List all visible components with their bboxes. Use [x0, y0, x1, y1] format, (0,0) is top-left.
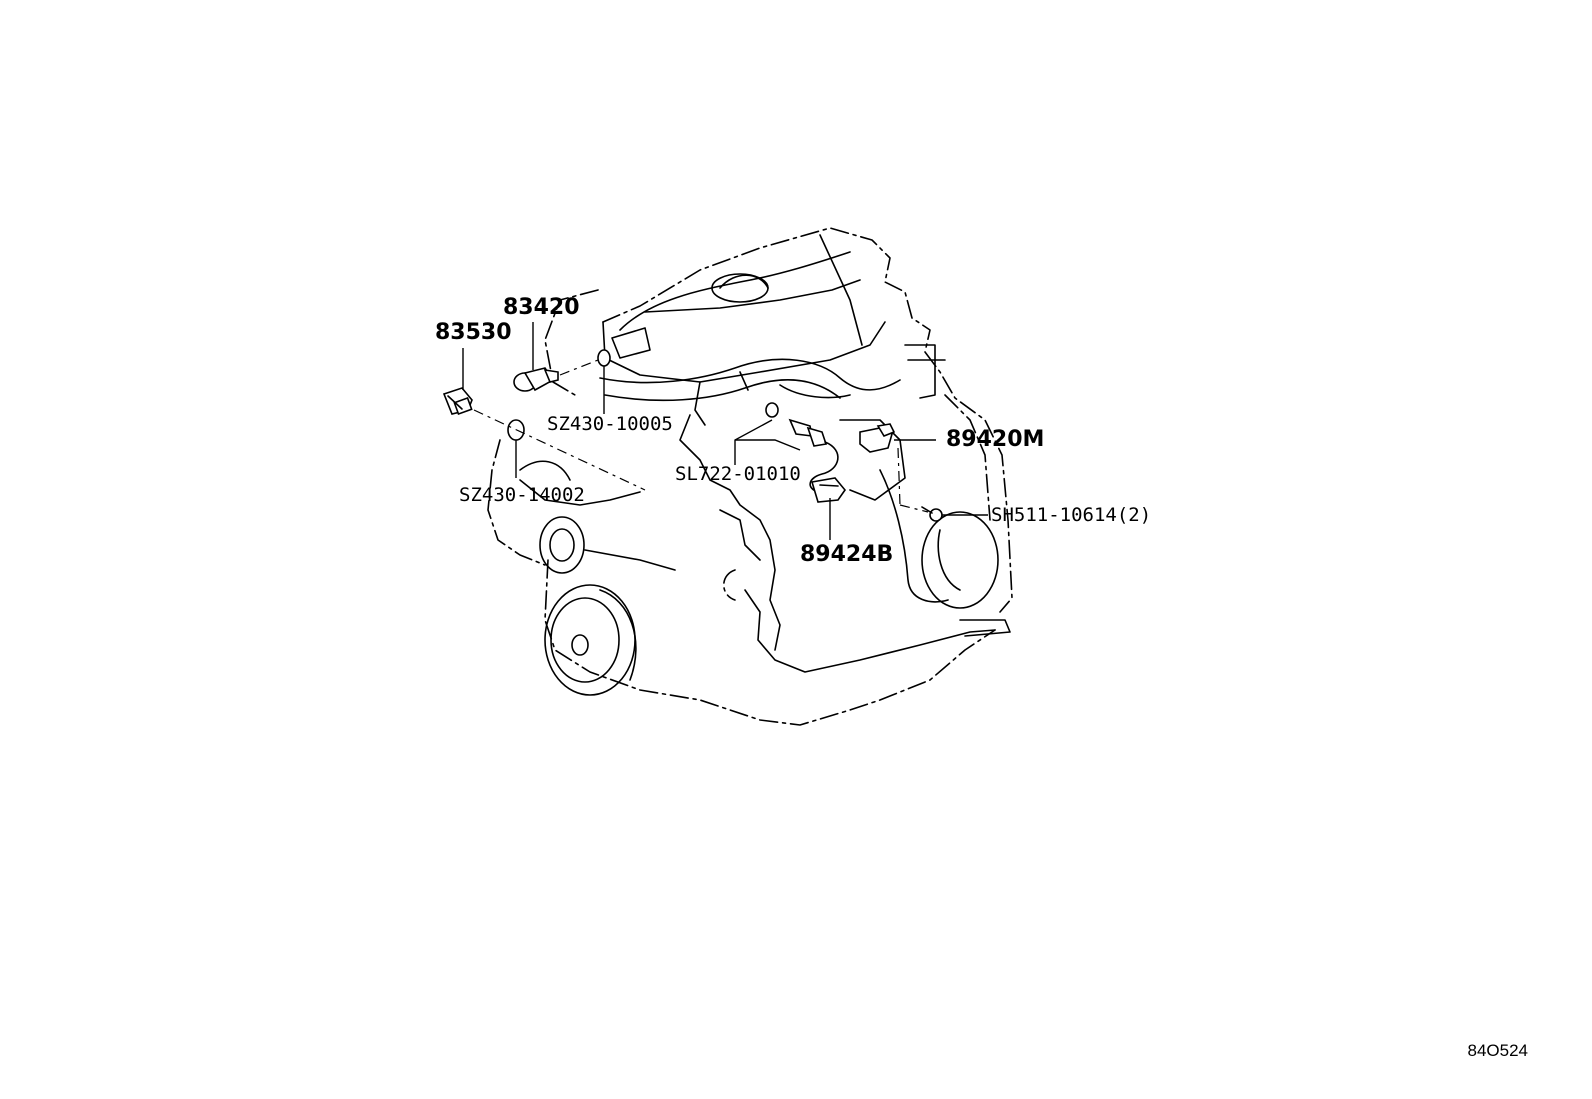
callout-89420m: 89420M — [946, 427, 1044, 452]
callout-sz430-14002: SZ430-14002 — [459, 484, 585, 506]
callout-83420: 83420 — [503, 295, 580, 320]
sensor-89424b — [788, 418, 847, 503]
callout-83530: 83530 — [435, 320, 512, 345]
sensor-89420m — [859, 423, 896, 453]
gasket-sz430-10005 — [597, 349, 611, 367]
leader-lines — [462, 322, 988, 540]
diagram-reference-number: 84O524 — [1468, 1041, 1529, 1060]
sensor-83420 — [513, 367, 559, 392]
callout-sh511-10614: SH511-10614(2) — [991, 504, 1151, 526]
callout-sl722-01010: SL722-01010 — [675, 463, 801, 485]
callout-89424b: 89424B — [800, 542, 893, 567]
sensor-83530 — [442, 387, 473, 416]
gasket-sl722-01010 — [765, 402, 779, 418]
engine-outline — [487, 227, 1013, 726]
bolt-sh511-10614 — [921, 506, 943, 522]
callout-sz430-10005: SZ430-10005 — [547, 413, 673, 435]
